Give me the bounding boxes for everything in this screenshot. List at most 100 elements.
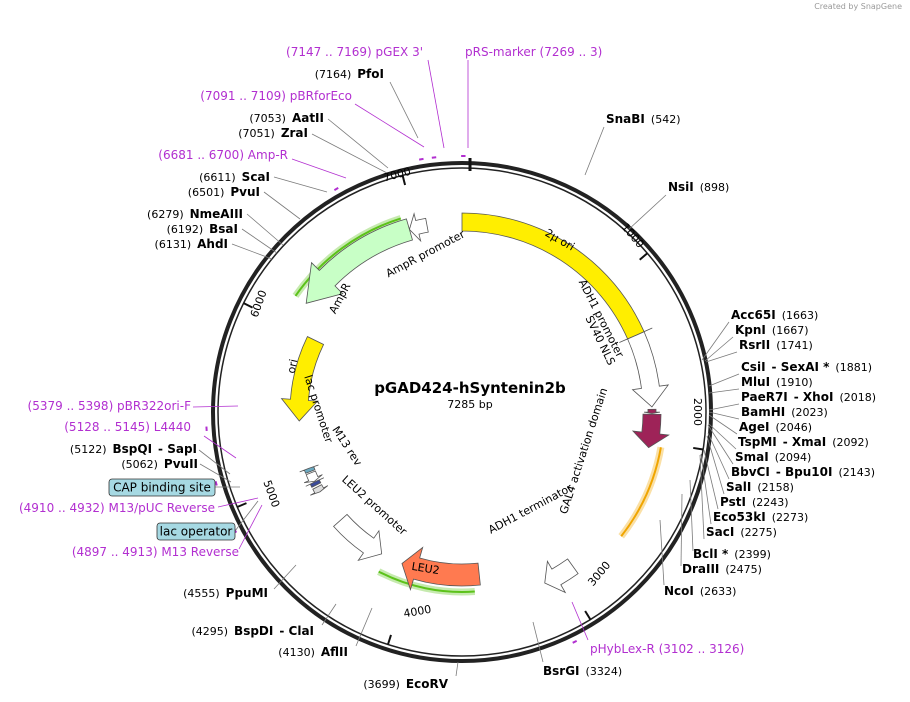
site-name: AflII <box>321 645 348 659</box>
site-position: (2143) <box>838 466 875 479</box>
site-label-bspdi[interactable]: (4295)BspDI- ClaI <box>191 624 314 638</box>
site-label-mlui[interactable]: MluI(1910) <box>741 375 813 389</box>
site-label-snabi[interactable]: SnaBI(542) <box>606 112 681 126</box>
site-name: BclI * <box>693 547 729 561</box>
site-label-ppumi[interactable]: (4555)PpuMI <box>183 586 268 600</box>
primer-label-amp-r[interactable]: (6681 .. 6700) Amp-R <box>158 148 288 162</box>
site-name: SalI <box>726 480 751 494</box>
primer-label-l4440[interactable]: (5128 .. 5145) L4440 <box>64 420 191 434</box>
site-name: - XhoI <box>794 390 834 404</box>
site-label-nmeaiii[interactable]: (6279)NmeAIII <box>147 207 243 221</box>
site-label-draiii[interactable]: DraIII(2475) <box>682 562 762 576</box>
primer-label-m13-reverse[interactable]: (4897 .. 4913) M13 Reverse <box>72 545 239 559</box>
plasmid-name: pGAD424-hSyntenin2b <box>374 379 566 397</box>
boxed-feature-lac-operator[interactable]: lac operator <box>156 522 236 541</box>
primer-label-prs-marker[interactable]: pRS-marker (7269 .. 3) <box>465 45 602 59</box>
site-name: NmeAIII <box>190 207 243 221</box>
primer-label-pbrforeco[interactable]: (7091 .. 7109) pBRforEco <box>200 89 352 103</box>
site-name: BspDI <box>234 624 273 638</box>
site-leader-pvui <box>263 191 301 220</box>
site-label-saci[interactable]: SacI(2275) <box>706 525 777 539</box>
site-leader-nmeaiii <box>246 213 284 246</box>
site-label-tspmi[interactable]: TspMI- XmaI(2092) <box>738 435 869 449</box>
site-label-pvuii[interactable]: (5062)PvuII <box>121 457 198 471</box>
site-label-zrai[interactable]: (7051)ZraI <box>238 126 308 140</box>
tick-label-7000: 7000 <box>382 165 412 185</box>
primer-leader-pbrforeco <box>354 103 425 148</box>
site-name: KpnI <box>735 323 766 337</box>
site-label-ecorv[interactable]: (3699)EcoRV <box>363 677 448 691</box>
site-leader-bamhi <box>708 411 740 420</box>
primer-label-m13-puc-reverse[interactable]: (4910 .. 4932) M13/pUC Reverse <box>19 501 215 515</box>
site-position: (2633) <box>700 585 737 598</box>
primer-leader-l4440 <box>203 435 237 459</box>
site-name: Eco53kI <box>713 510 766 524</box>
site-label-kpni[interactable]: KpnI(1667) <box>735 323 808 337</box>
site-name: PfoI <box>357 67 384 81</box>
site-name: - ClaI <box>279 624 314 638</box>
site-label-ahdi[interactable]: (6131)AhdI <box>155 237 228 251</box>
site-position: (2158) <box>757 481 794 494</box>
site-label-agei[interactable]: AgeI(2046) <box>739 420 812 434</box>
site-label-aatii[interactable]: (7053)AatII <box>249 111 324 125</box>
site-position: (6131) <box>155 238 192 251</box>
site-leader-bsrgi <box>532 621 544 663</box>
primer-leader-m13-puc-reverse <box>217 497 259 508</box>
site-name: BbvCI <box>731 465 770 479</box>
site-leader-mlui <box>708 388 740 394</box>
site-position: (7051) <box>238 127 275 140</box>
tick-mark-2000 <box>693 446 704 451</box>
orf-arc-orange-glow <box>618 446 665 539</box>
site-name: PaeR7I <box>741 390 788 404</box>
site-label-paer7i[interactable]: PaeR7I- XhoI(2018) <box>741 390 876 404</box>
site-label-ncoi[interactable]: NcoI(2633) <box>664 584 736 598</box>
site-label-acc65i[interactable]: Acc65I(1663) <box>731 308 818 322</box>
site-name: BamHI <box>741 405 785 419</box>
boxed-leader-lac-operator <box>234 500 259 532</box>
site-label-bsrgi[interactable]: BsrGI(3324) <box>543 664 622 678</box>
primer-label-pgex-3[interactable]: (7147 .. 7169) pGEX 3' <box>286 45 423 59</box>
site-leader-bspqi <box>198 449 231 475</box>
primer-marker-l4440 <box>214 481 218 486</box>
site-label-scai[interactable]: (6611)ScaI <box>199 170 270 184</box>
feature-lac-promoter <box>303 470 323 484</box>
site-leader-snabi <box>584 126 605 176</box>
site-position: (2275) <box>740 526 777 539</box>
site-name: CsiI <box>741 360 766 374</box>
site-label-bbvci[interactable]: BbvCI - Bpu10I (2143) <box>731 465 875 479</box>
site-position: (5062) <box>121 458 158 471</box>
site-label-nsii[interactable]: NsiI(898) <box>668 180 729 194</box>
site-label-pvui[interactable]: (6501)PvuI <box>188 185 260 199</box>
primer-label-pbr322ori-f[interactable]: (5379 .. 5398) pBR322ori-F <box>28 399 192 413</box>
site-label-rsrii[interactable]: RsrII(1741) <box>739 338 813 352</box>
site-leader-ppumi <box>273 564 297 590</box>
site-label-smai[interactable]: SmaI(2094) <box>735 450 811 464</box>
tick-mark-3000 <box>584 610 592 621</box>
site-position: (2023) <box>791 406 828 419</box>
site-label-csii[interactable]: CsiI- SexAI *(1881) <box>741 360 872 374</box>
site-label-bsai[interactable]: (6192)BsaI <box>167 222 238 236</box>
site-label-psti[interactable]: PstI(2243) <box>720 495 789 509</box>
primer-label-phyblex-r[interactable]: pHybLex-R (3102 .. 3126) <box>590 642 744 656</box>
tick-label-1000: 1000 <box>619 221 647 251</box>
site-position: (2092) <box>832 436 869 449</box>
site-name: SmaI <box>735 450 769 464</box>
site-name: NsiI <box>668 180 694 194</box>
site-label-aflii[interactable]: (4130)AflII <box>278 645 348 659</box>
plasmid-length: 7285 bp <box>447 398 492 411</box>
site-label-bamhi[interactable]: BamHI (2023) <box>741 405 828 419</box>
site-name: - Bpu10I <box>776 465 833 479</box>
boxed-feature-cap-binding-site[interactable]: CAP binding site <box>108 478 216 497</box>
site-label-bspqi[interactable]: (5122)BspQI- SapI <box>70 442 197 456</box>
site-name: - SexAI * <box>772 360 831 374</box>
site-position: (5122) <box>70 443 107 456</box>
site-label-eco53ki[interactable]: Eco53kI(2273) <box>713 510 808 524</box>
site-label-pfoi[interactable]: (7164)PfoI <box>315 67 384 81</box>
site-position: (1663) <box>782 309 819 322</box>
primer-marker-pbrforeco <box>418 157 424 161</box>
site-label-sali[interactable]: SalI (2158) <box>726 480 794 494</box>
site-label-bcli[interactable]: BclI *(2399) <box>693 547 771 561</box>
primer-leader-amp-r <box>291 158 347 179</box>
tick-label-2000: 2000 <box>691 398 704 426</box>
